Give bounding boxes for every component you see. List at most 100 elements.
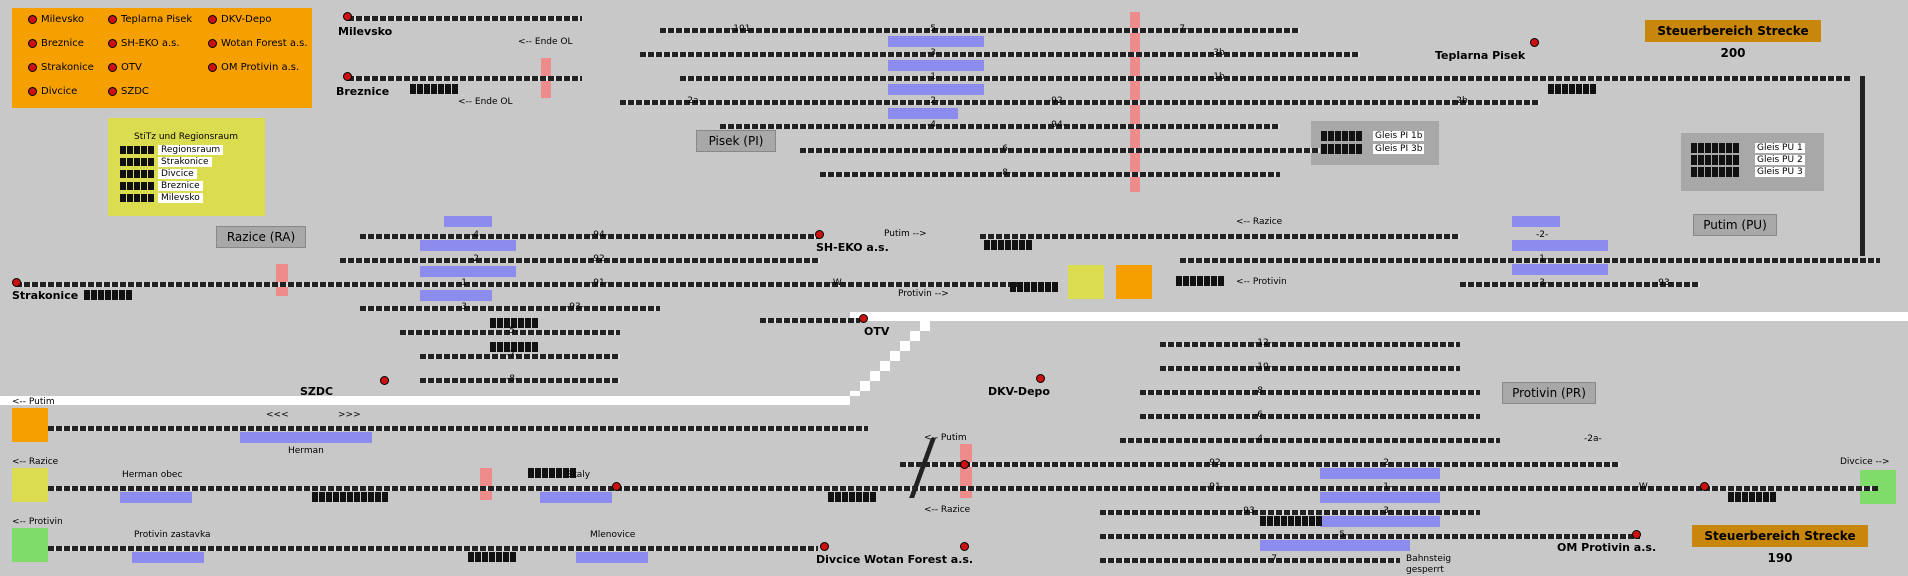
- occupancy-box[interactable]: [1116, 265, 1152, 299]
- signal[interactable]: [960, 542, 969, 551]
- region-row[interactable]: Breznice: [120, 181, 203, 191]
- track[interactable]: [48, 546, 818, 551]
- station-putim[interactable]: Putim (PU): [1693, 214, 1777, 236]
- train-number-display[interactable]: [828, 492, 888, 502]
- gleis-row[interactable]: Gleis PI 3b: [1321, 144, 1425, 154]
- signal[interactable]: [1700, 482, 1709, 491]
- legend-item[interactable]: OTV: [108, 62, 142, 73]
- edge-box-razice[interactable]: [12, 468, 48, 502]
- track[interactable]: [360, 234, 820, 239]
- train-number-display[interactable]: [1176, 276, 1236, 286]
- train-number-display[interactable]: [410, 84, 470, 94]
- legend-item[interactable]: Milevsko: [28, 14, 84, 25]
- track-number: -92-: [1206, 458, 1224, 468]
- train-number-display[interactable]: [84, 290, 144, 300]
- train-number-display[interactable]: [312, 492, 408, 502]
- track[interactable]: [48, 426, 868, 431]
- occupied-section: [480, 468, 492, 500]
- signal[interactable]: [343, 72, 352, 81]
- signal[interactable]: [612, 482, 621, 491]
- track[interactable]: [420, 378, 620, 383]
- track[interactable]: [348, 16, 582, 21]
- track[interactable]: [820, 172, 1280, 177]
- edge-box-putim[interactable]: [12, 408, 48, 442]
- track[interactable]: [1180, 258, 1880, 263]
- track[interactable]: [48, 486, 1878, 491]
- legend-item[interactable]: Strakonice: [28, 62, 94, 73]
- track[interactable]: [980, 234, 1460, 239]
- train-number-display[interactable]: [1728, 492, 1788, 502]
- track[interactable]: [16, 282, 376, 287]
- train-number-display[interactable]: [1010, 282, 1070, 292]
- track[interactable]: [1860, 76, 1865, 256]
- legend-item[interactable]: OM Protivin a.s.: [208, 62, 299, 73]
- track[interactable]: [420, 354, 620, 359]
- region-row[interactable]: Strakonice: [120, 157, 212, 167]
- track[interactable]: [1140, 414, 1480, 419]
- legend-item[interactable]: SZDC: [108, 86, 149, 97]
- track[interactable]: [800, 148, 1320, 153]
- track[interactable]: [1380, 76, 1850, 81]
- legend-item[interactable]: Wotan Forest a.s.: [208, 38, 308, 49]
- track[interactable]: [1100, 510, 1480, 515]
- train-number-display[interactable]: [468, 552, 528, 562]
- legend-item[interactable]: SH-EKO a.s.: [108, 38, 180, 49]
- track[interactable]: [1340, 100, 1540, 105]
- signal[interactable]: [12, 278, 21, 287]
- region-row[interactable]: Milevsko: [120, 193, 203, 203]
- signal[interactable]: [1632, 530, 1641, 539]
- track[interactable]: [1140, 390, 1480, 395]
- track[interactable]: [400, 330, 620, 335]
- train-number-display[interactable]: [490, 342, 550, 352]
- occupied-section: [960, 444, 972, 498]
- track[interactable]: [640, 52, 1360, 57]
- track[interactable]: [1100, 534, 1640, 539]
- track[interactable]: [1100, 558, 1400, 563]
- track[interactable]: [900, 462, 1620, 467]
- signal[interactable]: [380, 376, 389, 385]
- track[interactable]: [360, 306, 660, 311]
- station-pisek[interactable]: Pisek (PI): [696, 130, 776, 152]
- track[interactable]: [660, 28, 1300, 33]
- train-number-display[interactable]: [490, 318, 550, 328]
- train-number-display[interactable]: [528, 468, 588, 478]
- track[interactable]: [1460, 282, 1700, 287]
- legend-item[interactable]: Breznice: [28, 38, 84, 49]
- region-row[interactable]: Divcice: [120, 169, 197, 179]
- gleis-row[interactable]: Gleis PU 2: [1691, 155, 1805, 165]
- train-number-display[interactable]: [1260, 516, 1340, 526]
- signal[interactable]: [960, 460, 969, 469]
- train-number-display[interactable]: [984, 240, 1044, 250]
- occupancy-box[interactable]: [1068, 265, 1104, 299]
- region-row[interactable]: Regionsraum: [120, 145, 224, 155]
- track-number: -5-: [506, 326, 519, 336]
- track[interactable]: [320, 282, 1020, 287]
- track[interactable]: [720, 124, 1280, 129]
- signal[interactable]: [859, 314, 868, 323]
- gleis-row[interactable]: Gleis PU 1: [1691, 143, 1805, 153]
- signal[interactable]: [343, 12, 352, 21]
- legend-item[interactable]: Divcice: [28, 86, 77, 97]
- train-number-display[interactable]: [1548, 84, 1608, 94]
- track[interactable]: [348, 76, 582, 81]
- control-area-banner-top: Steuerbereich Strecke 200: [1645, 20, 1821, 60]
- signal[interactable]: [1530, 38, 1539, 47]
- station-protivin[interactable]: Protivin (PR): [1502, 382, 1596, 404]
- gleis-row[interactable]: Gleis PU 3: [1691, 167, 1805, 177]
- track[interactable]: [1120, 438, 1500, 443]
- track[interactable]: [680, 76, 1380, 81]
- track[interactable]: [1160, 366, 1460, 371]
- track[interactable]: [760, 318, 860, 323]
- track[interactable]: [1160, 342, 1460, 347]
- track-number: -1-: [1536, 254, 1549, 264]
- track[interactable]: [340, 258, 820, 263]
- station-razice[interactable]: Razice (RA): [216, 226, 306, 248]
- signal[interactable]: [815, 230, 824, 239]
- legend-item[interactable]: DKV-Depo: [208, 14, 271, 25]
- signal[interactable]: [1036, 374, 1045, 383]
- gleis-row[interactable]: Gleis PI 1b: [1321, 131, 1425, 141]
- legend-item[interactable]: Teplarna Pisek: [108, 14, 192, 25]
- signal[interactable]: [820, 542, 829, 551]
- edge-box-protivin[interactable]: [12, 528, 48, 562]
- track[interactable]: [620, 100, 1420, 105]
